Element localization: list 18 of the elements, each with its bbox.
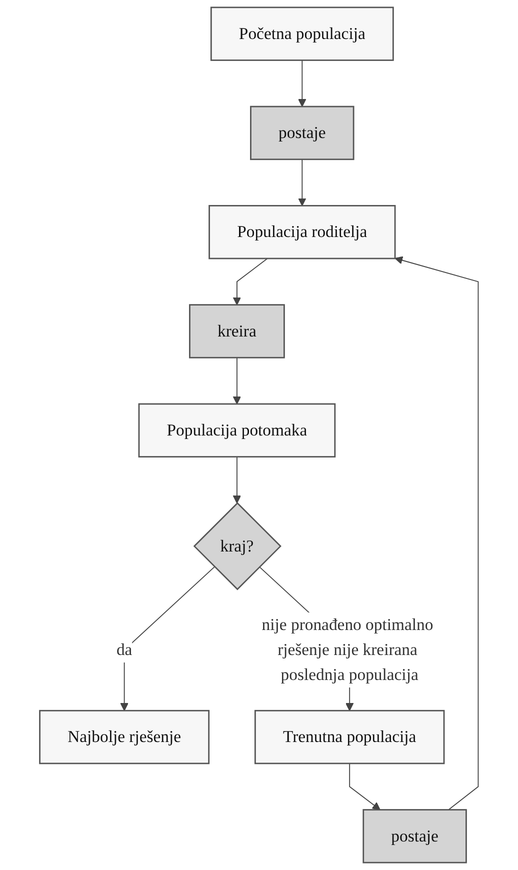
arrow (232, 456, 242, 504)
node-box: Najbolje rješenje (39, 710, 210, 764)
arrow (349, 762, 380, 810)
arrow (232, 357, 242, 404)
node-box: Populacija roditelja (208, 205, 396, 260)
node-box: Trenutna populacija (254, 710, 445, 764)
arrow (298, 60, 306, 107)
node-box: postaje (362, 809, 467, 864)
node-box: kreira (189, 304, 285, 358)
arrow (298, 158, 306, 206)
node-box: Početna populacija (210, 6, 394, 61)
arrow (232, 258, 268, 306)
edge-label: da (116, 640, 132, 659)
node-box: Populacija potomaka (138, 403, 336, 458)
edge-label: nije pronađeno optimalno rješenje nije kreirana poslednja populacija (262, 615, 434, 684)
node-diamond: kraj? (193, 502, 282, 590)
node-box: postaje (250, 106, 354, 160)
arrow (394, 256, 479, 810)
